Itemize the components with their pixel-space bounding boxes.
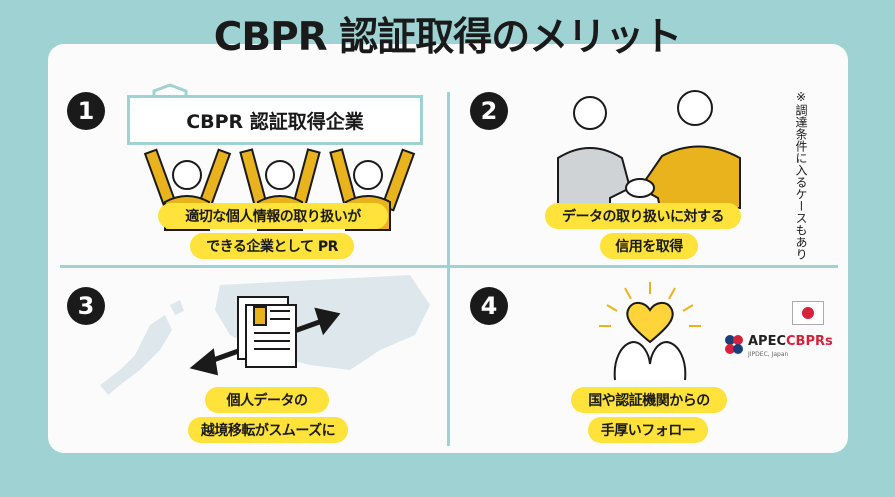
number-badge-4: 4 <box>470 287 508 325</box>
number-badge-1: 1 <box>67 92 105 130</box>
benefit-2-line-2: 信用を取得 <box>600 233 698 259</box>
benefit-1-line-2: できる企業として PR <box>190 233 354 259</box>
benefit-3-line-2: 越境移転がスムーズに <box>188 417 348 443</box>
divider-vertical <box>447 92 450 446</box>
benefit-4-line-2: 手厚いフォロー <box>588 417 708 443</box>
handshake-illustration <box>557 90 741 209</box>
apec-logo-subtitle: JIPDEC, Japan <box>748 351 789 358</box>
benefit-3-line-1: 個人データの <box>205 387 329 413</box>
benefit-2-line-1: データの取り扱いに対する <box>545 203 741 229</box>
benefit-1-line-1: 適切な個人情報の取り扱いが <box>158 203 388 229</box>
hands-heart-illustration <box>599 282 701 381</box>
number-badge-2: 2 <box>470 92 508 130</box>
procurement-note: ※調達条件に入るケースもあり <box>794 90 808 260</box>
japan-flag-icon <box>792 301 824 325</box>
apec-cbprs-logo-mark <box>725 335 743 354</box>
data-transfer-map-illustration <box>100 275 430 395</box>
certified-sign: CBPR 認証取得企業 <box>127 95 423 145</box>
divider-horizontal <box>60 265 838 268</box>
number-badge-3: 3 <box>67 287 105 325</box>
benefit-4-line-1: 国や認証機関からの <box>571 387 727 413</box>
apec-cbprs-logo: APECCBPRs <box>748 334 833 349</box>
page-title: CBPR 認証取得のメリット <box>213 15 683 60</box>
